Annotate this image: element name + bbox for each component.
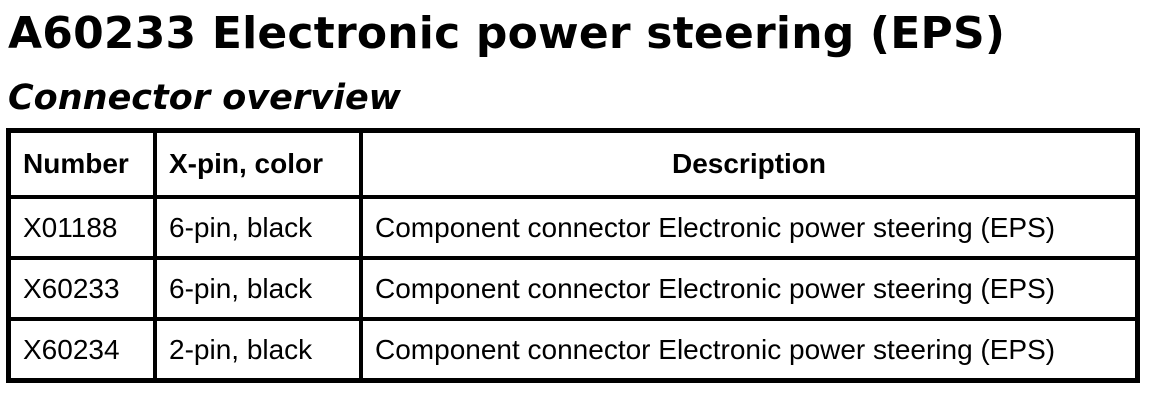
table-row: X60234 2-pin, black Component connector … [6, 317, 1140, 383]
cell-description: Component connector Electronic power ste… [359, 317, 1140, 383]
table-header-row: Number X-pin, color Description [6, 128, 1140, 199]
header-xpin-color: X-pin, color [153, 128, 363, 199]
cell-xpin-color: 2-pin, black [153, 317, 363, 383]
header-description: Description [359, 128, 1140, 199]
cell-xpin-color: 6-pin, black [153, 256, 363, 321]
cell-description: Component connector Electronic power ste… [359, 256, 1140, 321]
section-subtitle: Connector overview [8, 78, 402, 118]
table-row: X60233 6-pin, black Component connector … [6, 256, 1140, 321]
cell-number: X60234 [6, 317, 157, 383]
cell-number: X01188 [6, 195, 157, 260]
table-row: X01188 6-pin, black Component connector … [6, 195, 1140, 260]
page-title: A60233 Electronic power steering (EPS) [8, 8, 1006, 59]
cell-number: X60233 [6, 256, 157, 321]
header-number: Number [6, 128, 157, 199]
cell-xpin-color: 6-pin, black [153, 195, 363, 260]
cell-description: Component connector Electronic power ste… [359, 195, 1140, 260]
connector-table: Number X-pin, color Description X01188 6… [6, 128, 1140, 383]
